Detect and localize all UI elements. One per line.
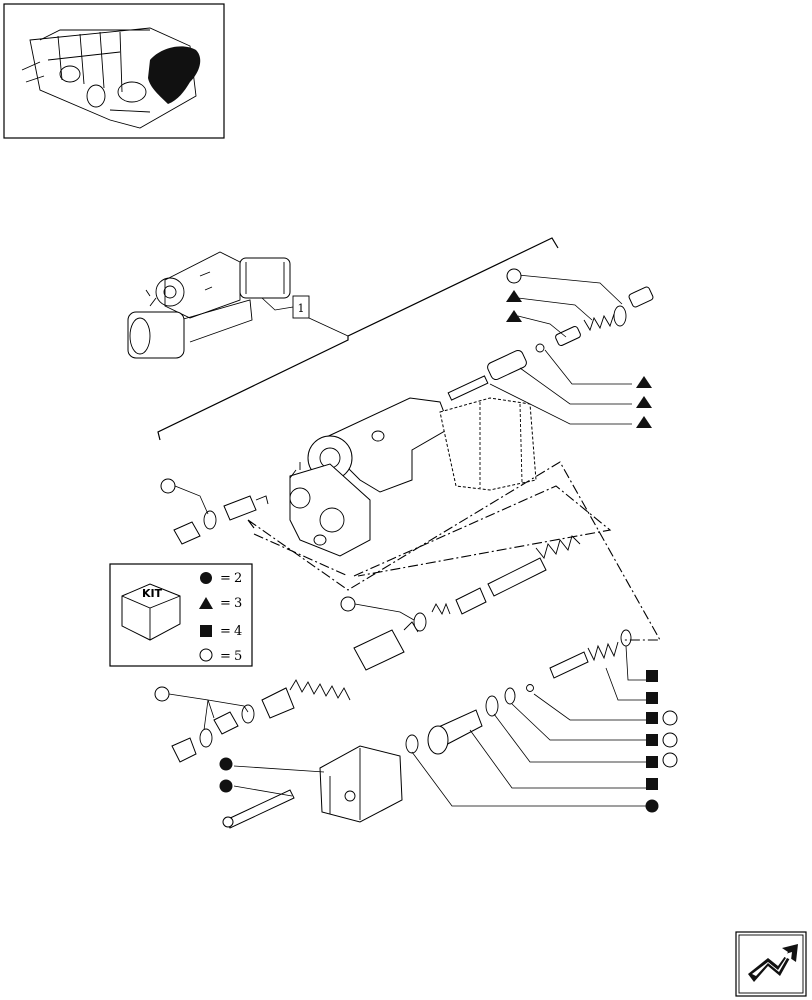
- legend-number-3: 4: [234, 624, 242, 639]
- left-upper-fittings: [173, 495, 269, 545]
- legend-equals-4: =: [220, 649, 231, 664]
- legend-equals-3: =: [220, 624, 231, 639]
- inner-assembly-boundary: [247, 461, 661, 641]
- lift-valve-assembly-thumbnail-icon: [21, 27, 201, 129]
- legend-number-1: 2: [234, 571, 242, 586]
- next-page-arrow-icon[interactable]: [735, 931, 807, 997]
- kit-box-icon: [121, 583, 181, 641]
- legend-equals-1: =: [220, 571, 231, 586]
- assembly-bracket-line: [157, 237, 559, 441]
- reference-label: 1: [298, 302, 305, 315]
- solenoid-coil: [319, 745, 403, 823]
- kit-legend: KIT = 2 = 3 = 4 = 5: [109, 563, 253, 667]
- thumbnail-frame[interactable]: [3, 3, 225, 139]
- legend-filled-triangle-icon: [199, 597, 213, 609]
- legend-number-4: 5: [234, 649, 242, 664]
- kit-label: KIT: [142, 587, 163, 600]
- valve-assembly-overview: [127, 251, 291, 359]
- legend-filled-square-icon: [200, 625, 212, 637]
- legend-filled-circle-icon: [200, 572, 212, 584]
- legend-number-2: 3: [234, 596, 242, 611]
- upper-spool-parts: [447, 286, 654, 401]
- middle-spool: [431, 535, 581, 616]
- lower-spool: [261, 621, 419, 719]
- valve-body: [289, 397, 537, 557]
- legend-open-circle-icon: [199, 648, 213, 662]
- legend-equals-2: =: [220, 596, 231, 611]
